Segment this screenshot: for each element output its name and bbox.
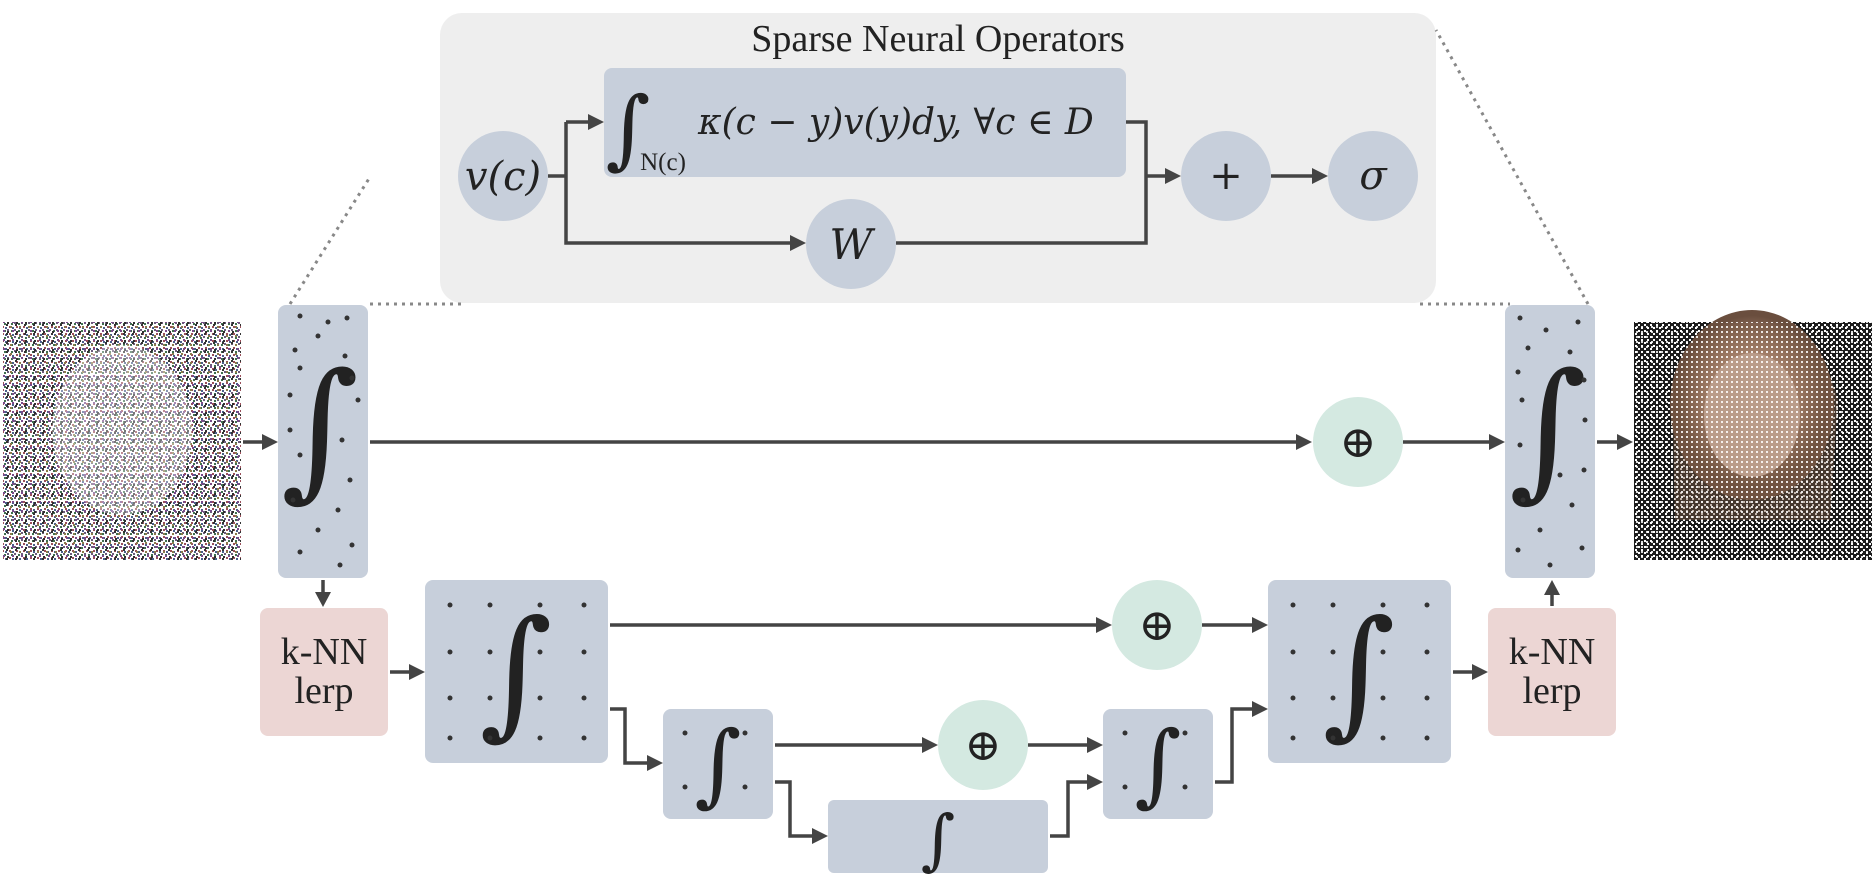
activation-node-label: σ	[1359, 153, 1388, 199]
sno-panel-title: Sparse Neural Operators	[751, 18, 1125, 60]
knn-lerp-left: k-NN lerp	[260, 608, 388, 736]
weight-node-label: W	[829, 220, 876, 269]
knn-left-line2: lerp	[294, 670, 353, 712]
output-reconstructed-image	[1634, 310, 1872, 560]
kernel-integral-domain: N(c)	[640, 149, 686, 176]
activation-node	[1328, 131, 1418, 221]
pipeline-connectors	[243, 434, 1633, 844]
grid-dots	[682, 730, 748, 790]
encoder-integral-block-level2: ∫	[663, 709, 773, 819]
sum-node-label: +	[1209, 153, 1243, 199]
grid-dots	[1290, 602, 1430, 741]
input-noisy-image	[3, 322, 241, 560]
knn-left-line1: k-NN	[281, 631, 368, 673]
grid-dots	[1122, 730, 1188, 790]
knn-lerp-right: k-NN lerp	[1488, 608, 1616, 736]
integral-symbol: ∫	[1323, 591, 1396, 754]
integral-symbol: ∫	[281, 342, 359, 516]
sample-dots	[287, 313, 361, 568]
add-symbol: ⊕	[1340, 418, 1377, 467]
weight-node-w	[806, 199, 896, 289]
input-node-vc	[458, 131, 548, 221]
kernel-integral-symbol: ∫	[606, 79, 651, 179]
skip-add-node-level1: ⊕	[1112, 580, 1202, 670]
integral-symbol: ∫	[480, 591, 553, 754]
integral-symbol: ∫	[695, 712, 742, 817]
integral-symbol: ∫	[1135, 712, 1182, 817]
grid-dots	[447, 602, 587, 741]
skip-add-node-top: ⊕	[1313, 397, 1403, 487]
zoom-line-left-diagonal	[288, 176, 372, 305]
knn-right-line1: k-NN	[1509, 631, 1596, 673]
decoder-integral-block-top: ∫	[1505, 305, 1595, 578]
add-symbol: ⊕	[965, 721, 1002, 770]
add-symbol: ⊕	[1139, 601, 1176, 650]
input-node-label: v(c)	[465, 154, 541, 200]
zoom-line-right-diagonal	[1434, 29, 1590, 305]
decoder-integral-block-level2: ∫	[1103, 709, 1213, 819]
encoder-integral-block-top: ∫	[278, 305, 368, 578]
kernel-integral-expression: κ(c − y)v(y)dy, ∀c ∈ D	[697, 102, 1094, 143]
sample-dots	[1515, 315, 1588, 568]
encoder-integral-block-level1: ∫	[425, 580, 608, 763]
bottleneck-integral-block: ∫	[828, 800, 1048, 878]
knn-right-line2: lerp	[1522, 670, 1581, 712]
skip-add-node-level2: ⊕	[938, 700, 1028, 790]
kernel-integral-block	[604, 68, 1126, 177]
integral-symbol: ∫	[1509, 342, 1587, 516]
decoder-integral-block-level1: ∫	[1268, 580, 1451, 763]
integral-symbol: ∫	[921, 801, 955, 878]
sno-connectors	[548, 114, 1328, 251]
sum-node	[1181, 131, 1271, 221]
sno-panel: Sparse Neural Operators v(c) ∫ N(c) κ(c …	[288, 13, 1590, 306]
